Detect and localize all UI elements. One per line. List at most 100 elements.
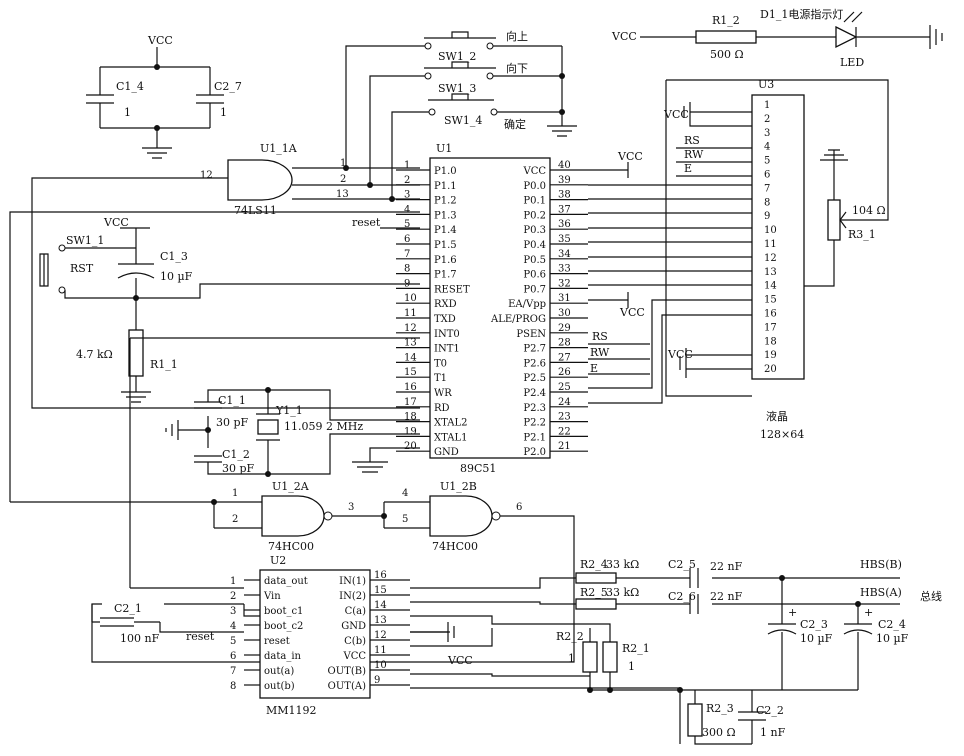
mcu-pin-name: XTAL1 <box>434 432 467 443</box>
led-light-arrows <box>843 11 863 23</box>
c2-6-value: 22 nF <box>710 590 743 603</box>
mm1192-pin-number: 5 <box>230 636 236 647</box>
lcd-pin-number: 13 <box>764 267 777 278</box>
mcu-pin-number: 23 <box>558 412 571 423</box>
mcu-pin-name: P1.6 <box>434 255 457 266</box>
mcu-pin-number: 40 <box>558 160 571 171</box>
mcu-pin-number: 18 <box>404 412 417 423</box>
u1-2a-part: 74HC00 <box>268 540 314 553</box>
resistor-r1-2 <box>695 30 757 44</box>
u1-2a-pin-2: 2 <box>232 514 238 525</box>
u1-1a-ref: U1_1A <box>260 142 298 155</box>
mcu-pin-name: T0 <box>434 358 447 369</box>
c1-4-ref: C1_4 <box>116 80 144 93</box>
resistor-r1-1 <box>128 329 144 377</box>
bus-label: 总线 <box>920 589 942 603</box>
mcu-vcc-label: VCC <box>617 150 643 163</box>
mcu-pin-number: 19 <box>404 426 417 437</box>
mcu-pin-name: P2.7 <box>523 344 546 355</box>
mcu-pin-name: T1 <box>434 373 447 384</box>
c2-4-value: 10 µF <box>876 632 909 645</box>
mm1192-part: MM1192 <box>266 704 317 717</box>
resistor-r2-5 <box>575 598 617 610</box>
mm1192-reset-net: reset <box>186 630 215 643</box>
mcu-pin-name: INT0 <box>434 329 460 340</box>
mcu-pin-number: 6 <box>404 234 410 245</box>
sw1-2-label: 向上 <box>506 29 528 43</box>
mcu-pin-number: 37 <box>558 204 571 215</box>
mcu-pin-name: P1.4 <box>434 225 457 236</box>
mm1192-pin-number: 16 <box>374 570 387 581</box>
mcu-pin-number: 32 <box>558 278 571 289</box>
sw1-1-ref: SW1_1 <box>66 234 104 247</box>
hbs-a-label: HBS(A) <box>860 586 902 599</box>
mcu-pin-number: 24 <box>558 397 571 408</box>
gate-74ls11: U1_1A 74LS11 12 1 2 13 <box>31 142 420 409</box>
lcd-vcc-bottom: VCC <box>667 348 693 361</box>
led-label: LED <box>840 56 864 69</box>
mcu-pin-name: P2.1 <box>523 432 546 443</box>
mm1192-pin-number: 1 <box>230 576 236 587</box>
mm1192-pin-number: 4 <box>230 621 236 632</box>
c2-3-plus: + <box>788 606 797 619</box>
resistor-r2-3 <box>687 703 703 737</box>
c2-5-value: 22 nF <box>710 560 743 573</box>
r2-5-value: 33 kΩ <box>606 586 639 599</box>
mcu-pin-name: P2.0 <box>523 447 546 458</box>
mcu-rw-net: RW <box>590 346 610 359</box>
lcd-title: 液晶 <box>766 409 788 423</box>
mm1192-pin-name: C(b) <box>344 636 366 647</box>
r2-3-ref: R2_3 <box>706 702 734 715</box>
resistor-r2-4 <box>575 572 617 584</box>
mcu-pin-name: P1.3 <box>434 210 457 221</box>
r1-1-value: 4.7 kΩ <box>76 348 113 361</box>
sw1-4-ref: SW1_4 <box>444 114 482 127</box>
mcu-pin-number: 21 <box>558 441 571 452</box>
sw1-4-label: 确定 <box>504 117 526 131</box>
nand-gate-u1-2a <box>261 495 325 537</box>
and-gate-u1-1a <box>227 159 293 201</box>
resistor-r2-2 <box>582 641 598 673</box>
mm1192-pin-name: Vin <box>263 591 281 602</box>
u1-1a-pin-2: 2 <box>340 174 346 185</box>
mcu-pin-name: PSEN <box>516 329 546 340</box>
lcd-ref: U3 <box>758 78 774 91</box>
lcd-pin-number: 5 <box>764 156 770 167</box>
mcu-pin-name: XTAL2 <box>434 418 467 429</box>
mcu-pin-name: RD <box>434 403 450 414</box>
mcu-pin-name: TXD <box>434 314 456 325</box>
mcu-pin-number: 31 <box>558 293 571 304</box>
mcu-pin-name: P1.2 <box>434 196 457 207</box>
mcu-rs-net: RS <box>592 330 608 343</box>
r2-1-ref: R2_1 <box>622 642 650 655</box>
mcu-pin-number: 12 <box>404 323 417 334</box>
gates-74hc00: U1_2A 74HC00 U1_2B 74HC00 1 2 3 4 5 6 <box>9 211 575 663</box>
lcd-rw: RW <box>684 148 704 161</box>
mcu-e-net: E <box>590 362 598 375</box>
switch-ground-symbol <box>547 125 577 137</box>
mcu-pin-number: 29 <box>558 323 571 334</box>
r2-2-value: 1 <box>568 652 575 665</box>
mcu-pin-number: 27 <box>558 352 571 363</box>
c1-2-ref: C1_2 <box>222 448 250 461</box>
mcu-pin-name: VCC <box>522 166 546 177</box>
mm1192-pin-name: IN(1) <box>339 576 366 587</box>
resistor-r2-1 <box>602 641 618 673</box>
u1-2a-pin-1: 1 <box>232 488 238 499</box>
r2-5-ref: R2_5 <box>580 586 608 599</box>
mcu-pin-number: 39 <box>558 175 571 186</box>
mm1192-pin-number: 11 <box>374 645 387 656</box>
mcu-body <box>429 157 551 459</box>
lcd-pin-number: 14 <box>764 281 777 292</box>
mcu-pin-number: 38 <box>558 190 571 201</box>
c2-7-value: 1 <box>220 106 227 119</box>
r2-2-ref: R2_2 <box>556 630 584 643</box>
mcu-pin-name: RESET <box>434 284 470 295</box>
decoupling-vcc-label: VCC <box>147 34 173 47</box>
rst-button <box>39 253 49 287</box>
mcu-pin-number: 30 <box>558 308 571 319</box>
mcu-pin-number: 2 <box>404 175 410 186</box>
mcu-pin-number: 15 <box>404 367 417 378</box>
mm1192-pin-name: C(a) <box>345 606 367 617</box>
